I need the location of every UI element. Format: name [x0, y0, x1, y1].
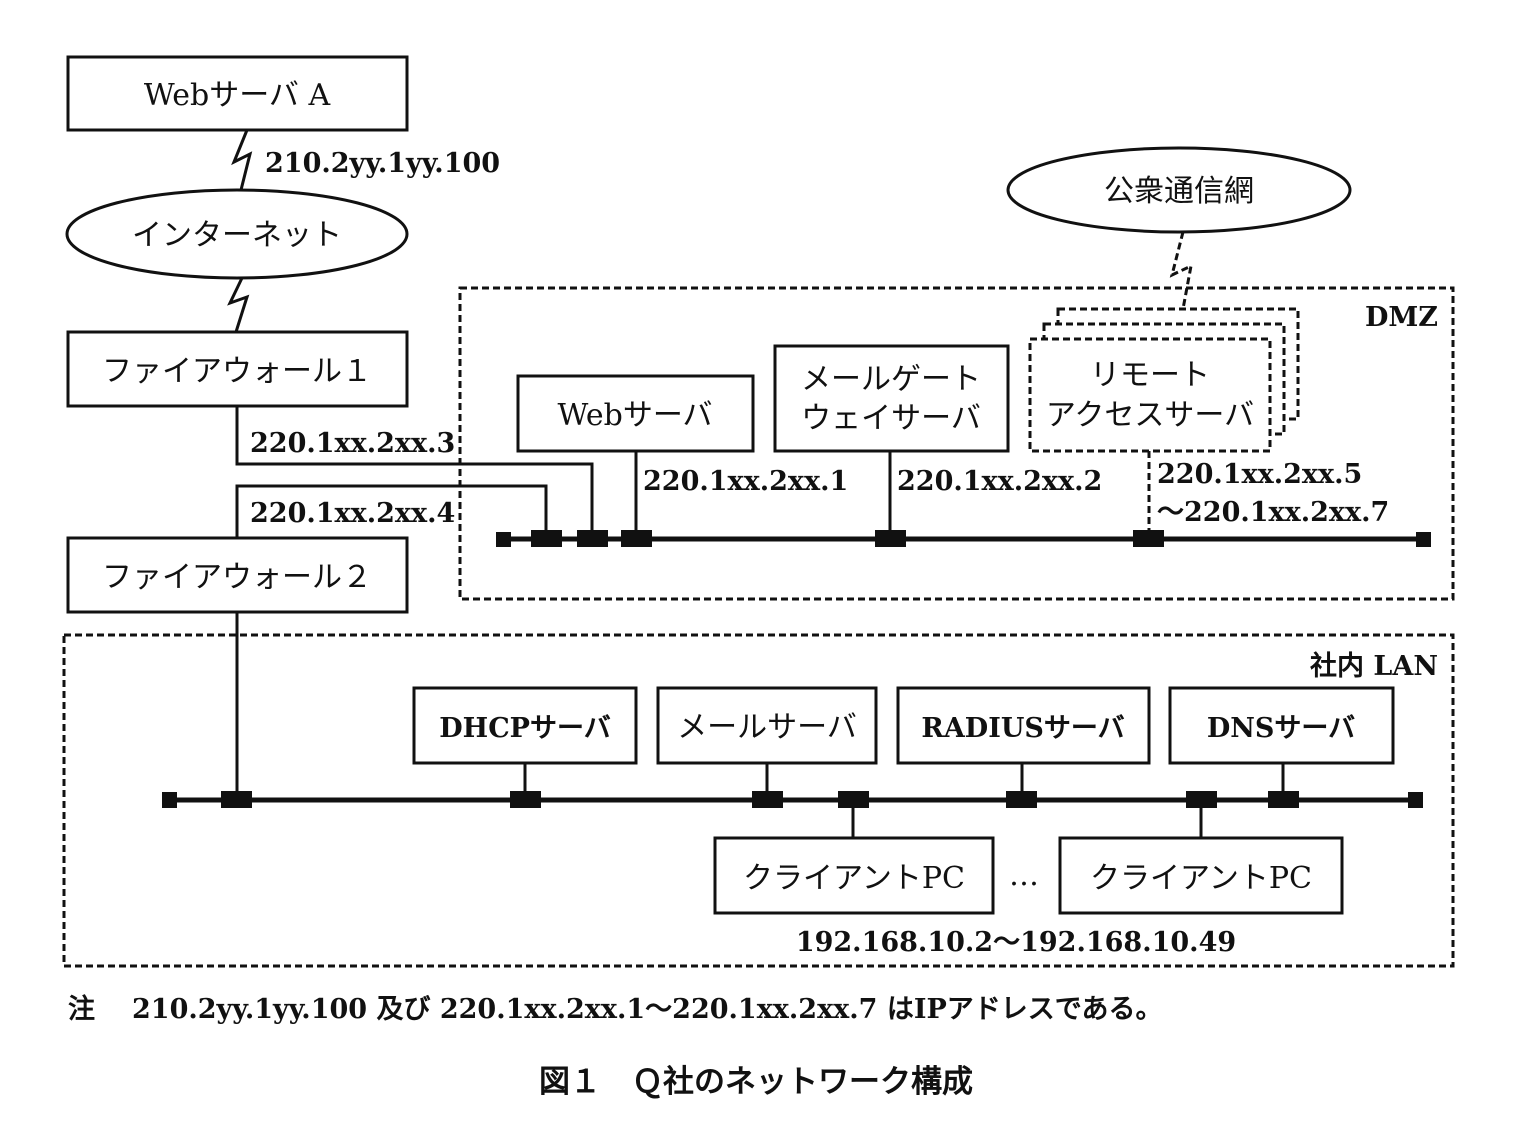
lan-zone-label: 社内 LAN — [1310, 650, 1438, 682]
bus-tap — [510, 791, 541, 808]
client-pc-2-box — [1058, 836, 1344, 915]
client-pc-1-label: クライアントPC — [743, 861, 965, 896]
web-server-a-box — [66, 55, 409, 132]
remote-access-ip-line2: ～220.1xx.2xx.7 — [1157, 497, 1389, 528]
mail-gateway-ip: 220.1xx.2xx.2 — [897, 466, 1102, 497]
public-network-label: 公衆通信網 — [1104, 174, 1254, 209]
bus-tap — [531, 530, 562, 547]
dashed-lightning-link-icon — [1169, 231, 1194, 310]
radius-server-label: RADIUSサーバ — [921, 713, 1124, 744]
firewall-1-label: ファイアウォール１ — [102, 354, 372, 389]
client-pc-ellipsis: … — [1009, 858, 1039, 893]
firewall-2-box — [66, 536, 409, 614]
web-server-a-label: Webサーバ A — [144, 78, 331, 113]
bus-tap — [1133, 530, 1164, 547]
dns-server-box — [1168, 686, 1395, 765]
mail-gateway-box — [773, 344, 1010, 453]
dmz-web-server-box — [516, 374, 755, 453]
bus-terminator — [496, 532, 511, 547]
bus-tap — [1186, 791, 1217, 808]
bus-tap — [577, 530, 608, 547]
dhcp-server-box — [412, 686, 638, 765]
dmz-zone-label: DMZ — [1365, 302, 1438, 333]
public-network-cloud — [1006, 146, 1352, 234]
client-pc-1-box — [713, 836, 995, 915]
bus-tap — [752, 791, 783, 808]
fw1-dmz-link — [235, 406, 594, 538]
remote-access-label-line2: アクセスサーバ — [1046, 398, 1254, 433]
bus-terminator — [162, 792, 177, 808]
remote-access-ip-line1: 220.1xx.2xx.5 — [1157, 459, 1362, 490]
firewall-2-label: ファイアウォール２ — [102, 560, 372, 595]
mail-server-box — [656, 686, 878, 765]
dns-server-label: DNSサーバ — [1207, 713, 1355, 744]
dmz-zone — [458, 286, 1455, 601]
dhcp-server-label: DHCPサーバ — [439, 713, 610, 744]
bus-tap — [621, 530, 652, 547]
client-pc-2-label: クライアントPC — [1090, 861, 1312, 896]
lightning-link-icon — [227, 277, 250, 333]
firewall-1-box — [66, 330, 409, 408]
internet-label: インターネット — [132, 218, 342, 253]
bus-tap — [838, 791, 869, 808]
radius-server-box — [896, 686, 1151, 765]
bus-tap — [875, 530, 906, 547]
remote-access-label-line1: リモート — [1090, 358, 1210, 393]
firewall-2-ip: 220.1xx.2xx.4 — [250, 498, 455, 529]
mail-gateway-label-line1: メールゲート — [801, 362, 981, 397]
mail-server-label: メールサーバ — [677, 710, 857, 745]
firewall-1-ip: 220.1xx.2xx.3 — [250, 428, 455, 459]
client-ip-range: 192.168.10.2～192.168.10.49 — [796, 927, 1236, 958]
bus-tap — [1268, 791, 1299, 808]
figure-caption: 図１ Ｑ社のネットワーク構成 — [539, 1064, 973, 1100]
internet-cloud — [65, 188, 409, 280]
remote-access-box — [1028, 337, 1272, 453]
note-prefix: 注 — [68, 993, 95, 1025]
dmz-web-server-label: Webサーバ — [557, 398, 712, 433]
fw2-dmz-link — [235, 484, 548, 538]
web-server-a-ip: 210.2yy.1yy.100 — [265, 148, 500, 179]
lan-zone — [62, 633, 1455, 968]
bus-terminator — [1408, 792, 1423, 808]
bus-terminator — [1416, 532, 1431, 547]
bus-tap — [221, 791, 252, 808]
bus-tap — [1006, 791, 1037, 808]
lightning-link-icon — [231, 129, 253, 191]
dmz-web-server-ip: 220.1xx.2xx.1 — [643, 466, 848, 497]
note-text: 210.2yy.1yy.100 及び 220.1xx.2xx.1～220.1xx… — [132, 994, 1163, 1025]
mail-gateway-label-line2: ウェイサーバ — [801, 401, 981, 436]
